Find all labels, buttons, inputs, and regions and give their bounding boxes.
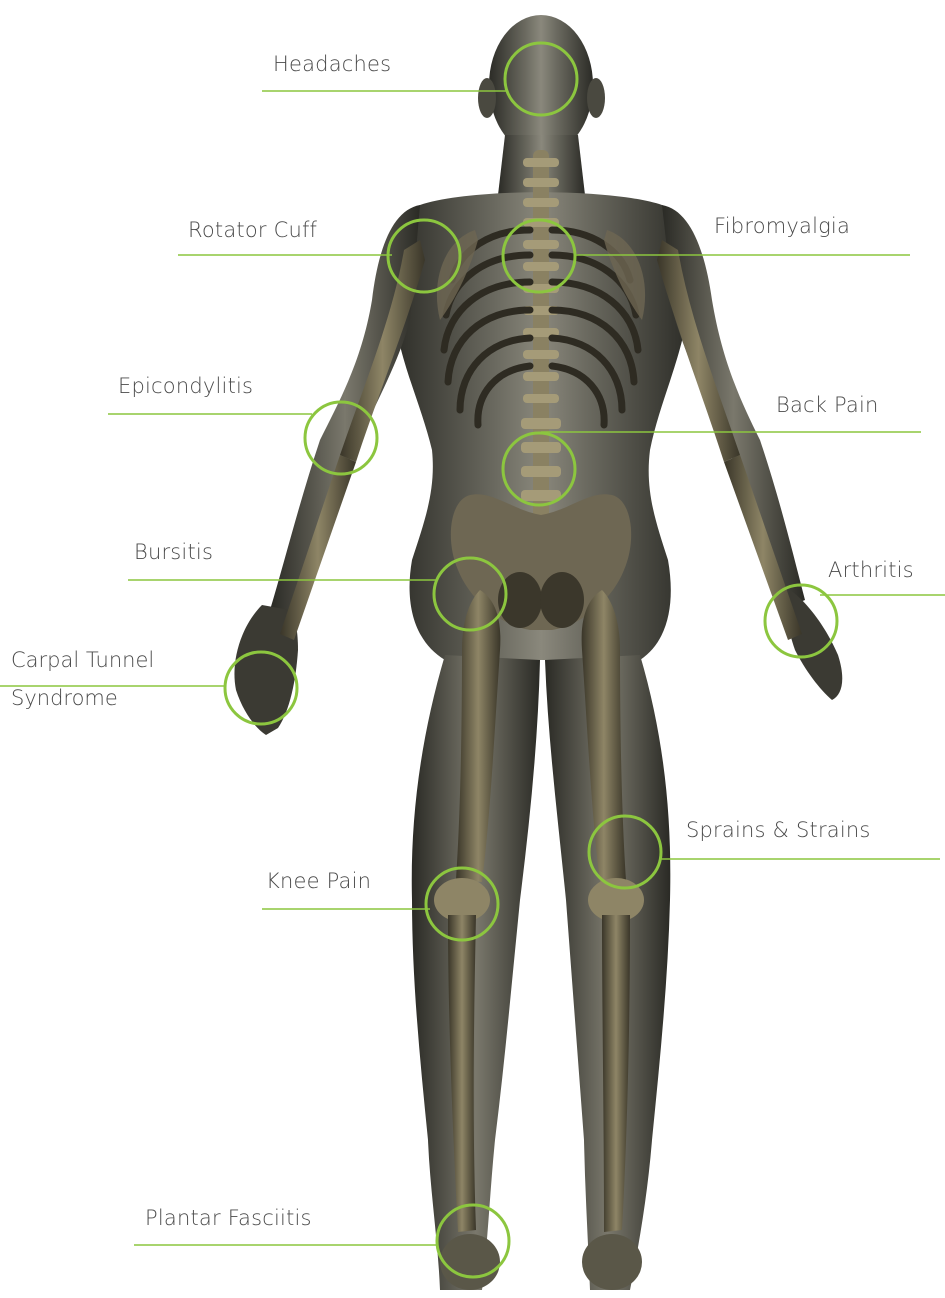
label-arthritis: Arthritis [828, 558, 914, 582]
label-bursitis: Bursitis [134, 540, 213, 564]
label-sprains-strains: Sprains & Strains [686, 818, 871, 842]
label-carpal-tunnel-line1: Carpal Tunnel [11, 639, 154, 681]
label-knee-pain: Knee Pain [266, 869, 371, 893]
label-rotator-cuff: Rotator Cuff [188, 218, 317, 242]
label-headaches: Headaches [273, 52, 391, 76]
label-fibromyalgia: Fibromyalgia [714, 214, 850, 238]
label-carpal-tunnel-line2: Syndrome [11, 677, 118, 719]
label-back-pain: Back Pain [776, 393, 879, 417]
skeleton [280, 150, 802, 1290]
label-plantar-fasciitis: Plantar Fasciitis [145, 1206, 312, 1230]
label-epicondylitis: Epicondylitis [118, 374, 253, 398]
